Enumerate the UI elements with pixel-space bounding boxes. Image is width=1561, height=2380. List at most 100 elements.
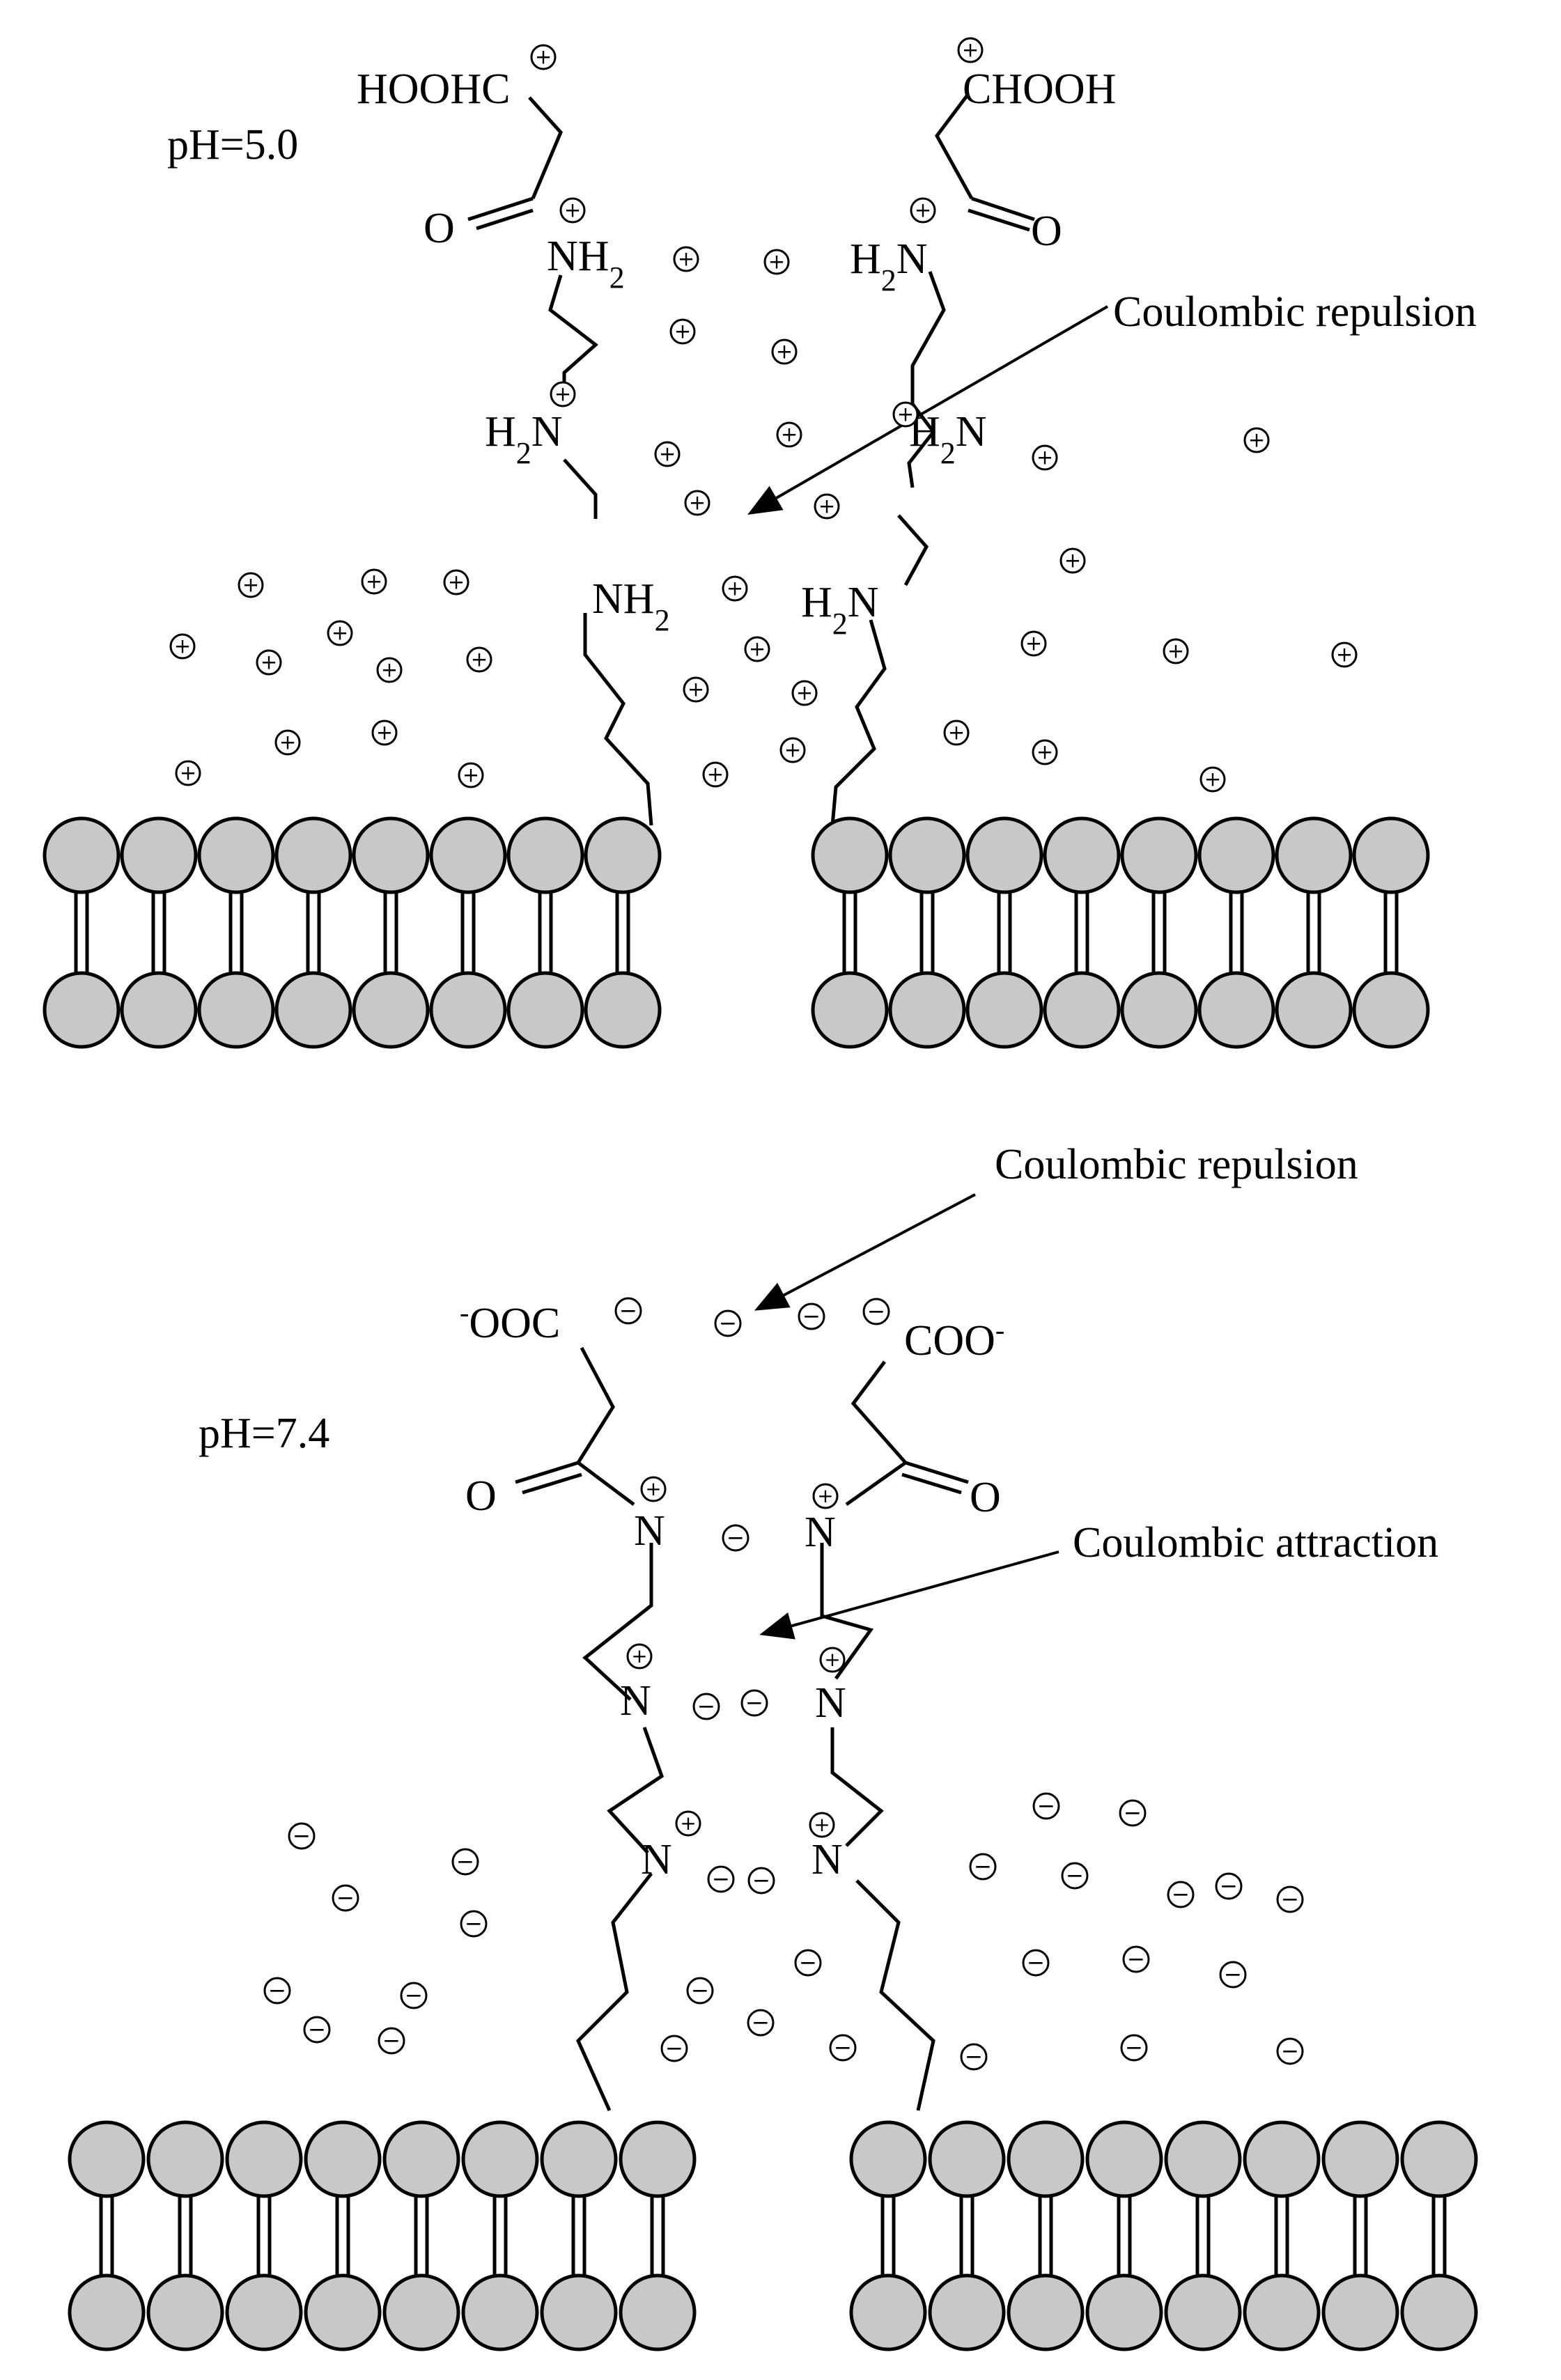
- ion-circle: [684, 490, 710, 516]
- oxygen-label-left: O: [424, 205, 455, 252]
- ion-circle: [530, 44, 557, 70]
- ph-label-physiological: pH=7.4: [199, 1410, 329, 1457]
- ion-circle: [669, 318, 696, 345]
- lipid-head: [429, 816, 507, 894]
- ion-sign: −: [382, 2028, 401, 2053]
- ion-circle: [747, 1867, 775, 1895]
- ion-sign: +: [689, 490, 706, 514]
- ion-circle: [274, 729, 301, 756]
- lipid-head: [461, 2120, 539, 2198]
- quaternary-n-top-right: N: [805, 1509, 836, 1556]
- membrane-left-physiological: [68, 2120, 697, 2351]
- right-chain-physiological: [820, 1360, 969, 2111]
- ion-circle: [910, 197, 936, 224]
- ion-circle: [747, 2009, 775, 2037]
- ion-sign: +: [688, 677, 704, 701]
- nitrogen-positive-charge: [675, 1810, 701, 1837]
- panel-physiological: pH=7.4 -OOC O N N N COO- O N N: [68, 1141, 1478, 2351]
- ion-circle: [1119, 1799, 1147, 1827]
- ion-sign: +: [776, 339, 793, 363]
- ion-circle: [702, 761, 729, 788]
- lipid-head: [120, 971, 198, 1049]
- lipid-head: [619, 2120, 697, 2198]
- lipid-head: [1400, 2120, 1478, 2198]
- lipid-head: [1275, 816, 1353, 894]
- lipid-head: [1243, 2120, 1321, 2198]
- ion-sign: +: [376, 720, 393, 744]
- ion-sign: +: [1248, 428, 1265, 451]
- lipid-head: [1197, 971, 1275, 1049]
- lipid-head: [928, 2273, 1006, 2351]
- ion-circle: [722, 1524, 750, 1552]
- ion-sign: +: [784, 738, 801, 761]
- ion-sign: +: [897, 402, 914, 426]
- repulsion-arrow-physiological: [754, 1193, 976, 1311]
- ion-sign: −: [727, 1525, 745, 1550]
- ion-sign: +: [727, 576, 743, 600]
- lipid-head: [120, 816, 198, 894]
- lipid-head: [1007, 2120, 1085, 2198]
- ion-circle: [1020, 630, 1047, 657]
- ion-sign: +: [1025, 631, 1042, 655]
- ion-sign: +: [1336, 642, 1353, 666]
- ion-sign: −: [1124, 1800, 1142, 1826]
- ion-circle: [943, 720, 970, 746]
- ion-circle: [614, 1297, 642, 1325]
- quaternary-n-low-right: N: [811, 1836, 843, 1883]
- charge-sign: +: [824, 1648, 840, 1671]
- lipid-head: [1120, 816, 1198, 894]
- ion-circle: [1163, 638, 1189, 664]
- ion-sign: +: [818, 494, 835, 518]
- charge-sign: +: [817, 1484, 833, 1507]
- ion-circle: [361, 568, 387, 595]
- ion-sign: +: [659, 442, 676, 465]
- ion-circle: [829, 2034, 857, 2062]
- ion-circle: [957, 37, 984, 63]
- ion-sign: +: [768, 249, 785, 273]
- lipid-head: [68, 2273, 146, 2351]
- lipid-head: [849, 2273, 927, 2351]
- carboxyl-group-left: HOOHC: [357, 65, 510, 113]
- ion-circle: [303, 2016, 331, 2044]
- ion-sign: −: [1220, 1874, 1238, 1899]
- ion-circle: [460, 1910, 488, 1938]
- nitrogen-positive-charge: [626, 1643, 653, 1670]
- lipid-head: [1085, 2120, 1163, 2198]
- ion-circle: [722, 575, 748, 602]
- ion-sign: +: [535, 45, 552, 68]
- ion-circle: [1059, 547, 1086, 574]
- ion-sign: +: [962, 38, 979, 61]
- ion-circle: [175, 760, 201, 786]
- lipid-head: [382, 2120, 460, 2198]
- amine-label-top-right: H2N: [850, 235, 928, 297]
- annotation-repulsion-physiological: Coulombic repulsion: [995, 1141, 1358, 1188]
- ion-circle: [1167, 1881, 1195, 1908]
- lipid-head: [42, 971, 121, 1049]
- ion-circle: [332, 1884, 359, 1912]
- lipid-head: [619, 2273, 697, 2351]
- lipid-head: [1321, 2273, 1399, 2351]
- anion-cloud: −−−−−−−−−−−−−−−−−−−−−−−−−−−−−−−−−−−+++++…: [263, 1297, 1304, 2071]
- lipid-head: [304, 2120, 382, 2198]
- ion-circle: [744, 636, 770, 662]
- membrane-left-acidic: [42, 816, 662, 1049]
- ion-circle: [559, 197, 586, 224]
- lipid-head: [352, 971, 430, 1049]
- ion-sign: −: [719, 1311, 737, 1336]
- oxygen-label-right: O: [1031, 208, 1062, 255]
- ion-circle: [378, 2027, 405, 2055]
- ion-sign: +: [279, 730, 296, 754]
- repulsion-arrow-acidic: [747, 305, 1109, 515]
- lipid-head: [461, 2273, 539, 2351]
- lipid-head: [928, 2120, 1006, 2198]
- ion-sign: −: [745, 1690, 763, 1716]
- lipid-head: [811, 816, 889, 894]
- ion-sign: +: [554, 382, 571, 405]
- ion-sign: +: [174, 634, 191, 658]
- carboxyl-group-right: CHOOH: [963, 65, 1116, 113]
- ion-sign: −: [665, 2036, 683, 2061]
- oxygen-label-right-b: O: [970, 1474, 1001, 1521]
- lipid-head: [274, 816, 352, 894]
- ion-circle: [862, 1298, 890, 1325]
- carboxylate-group-right: COO-: [904, 1314, 1004, 1365]
